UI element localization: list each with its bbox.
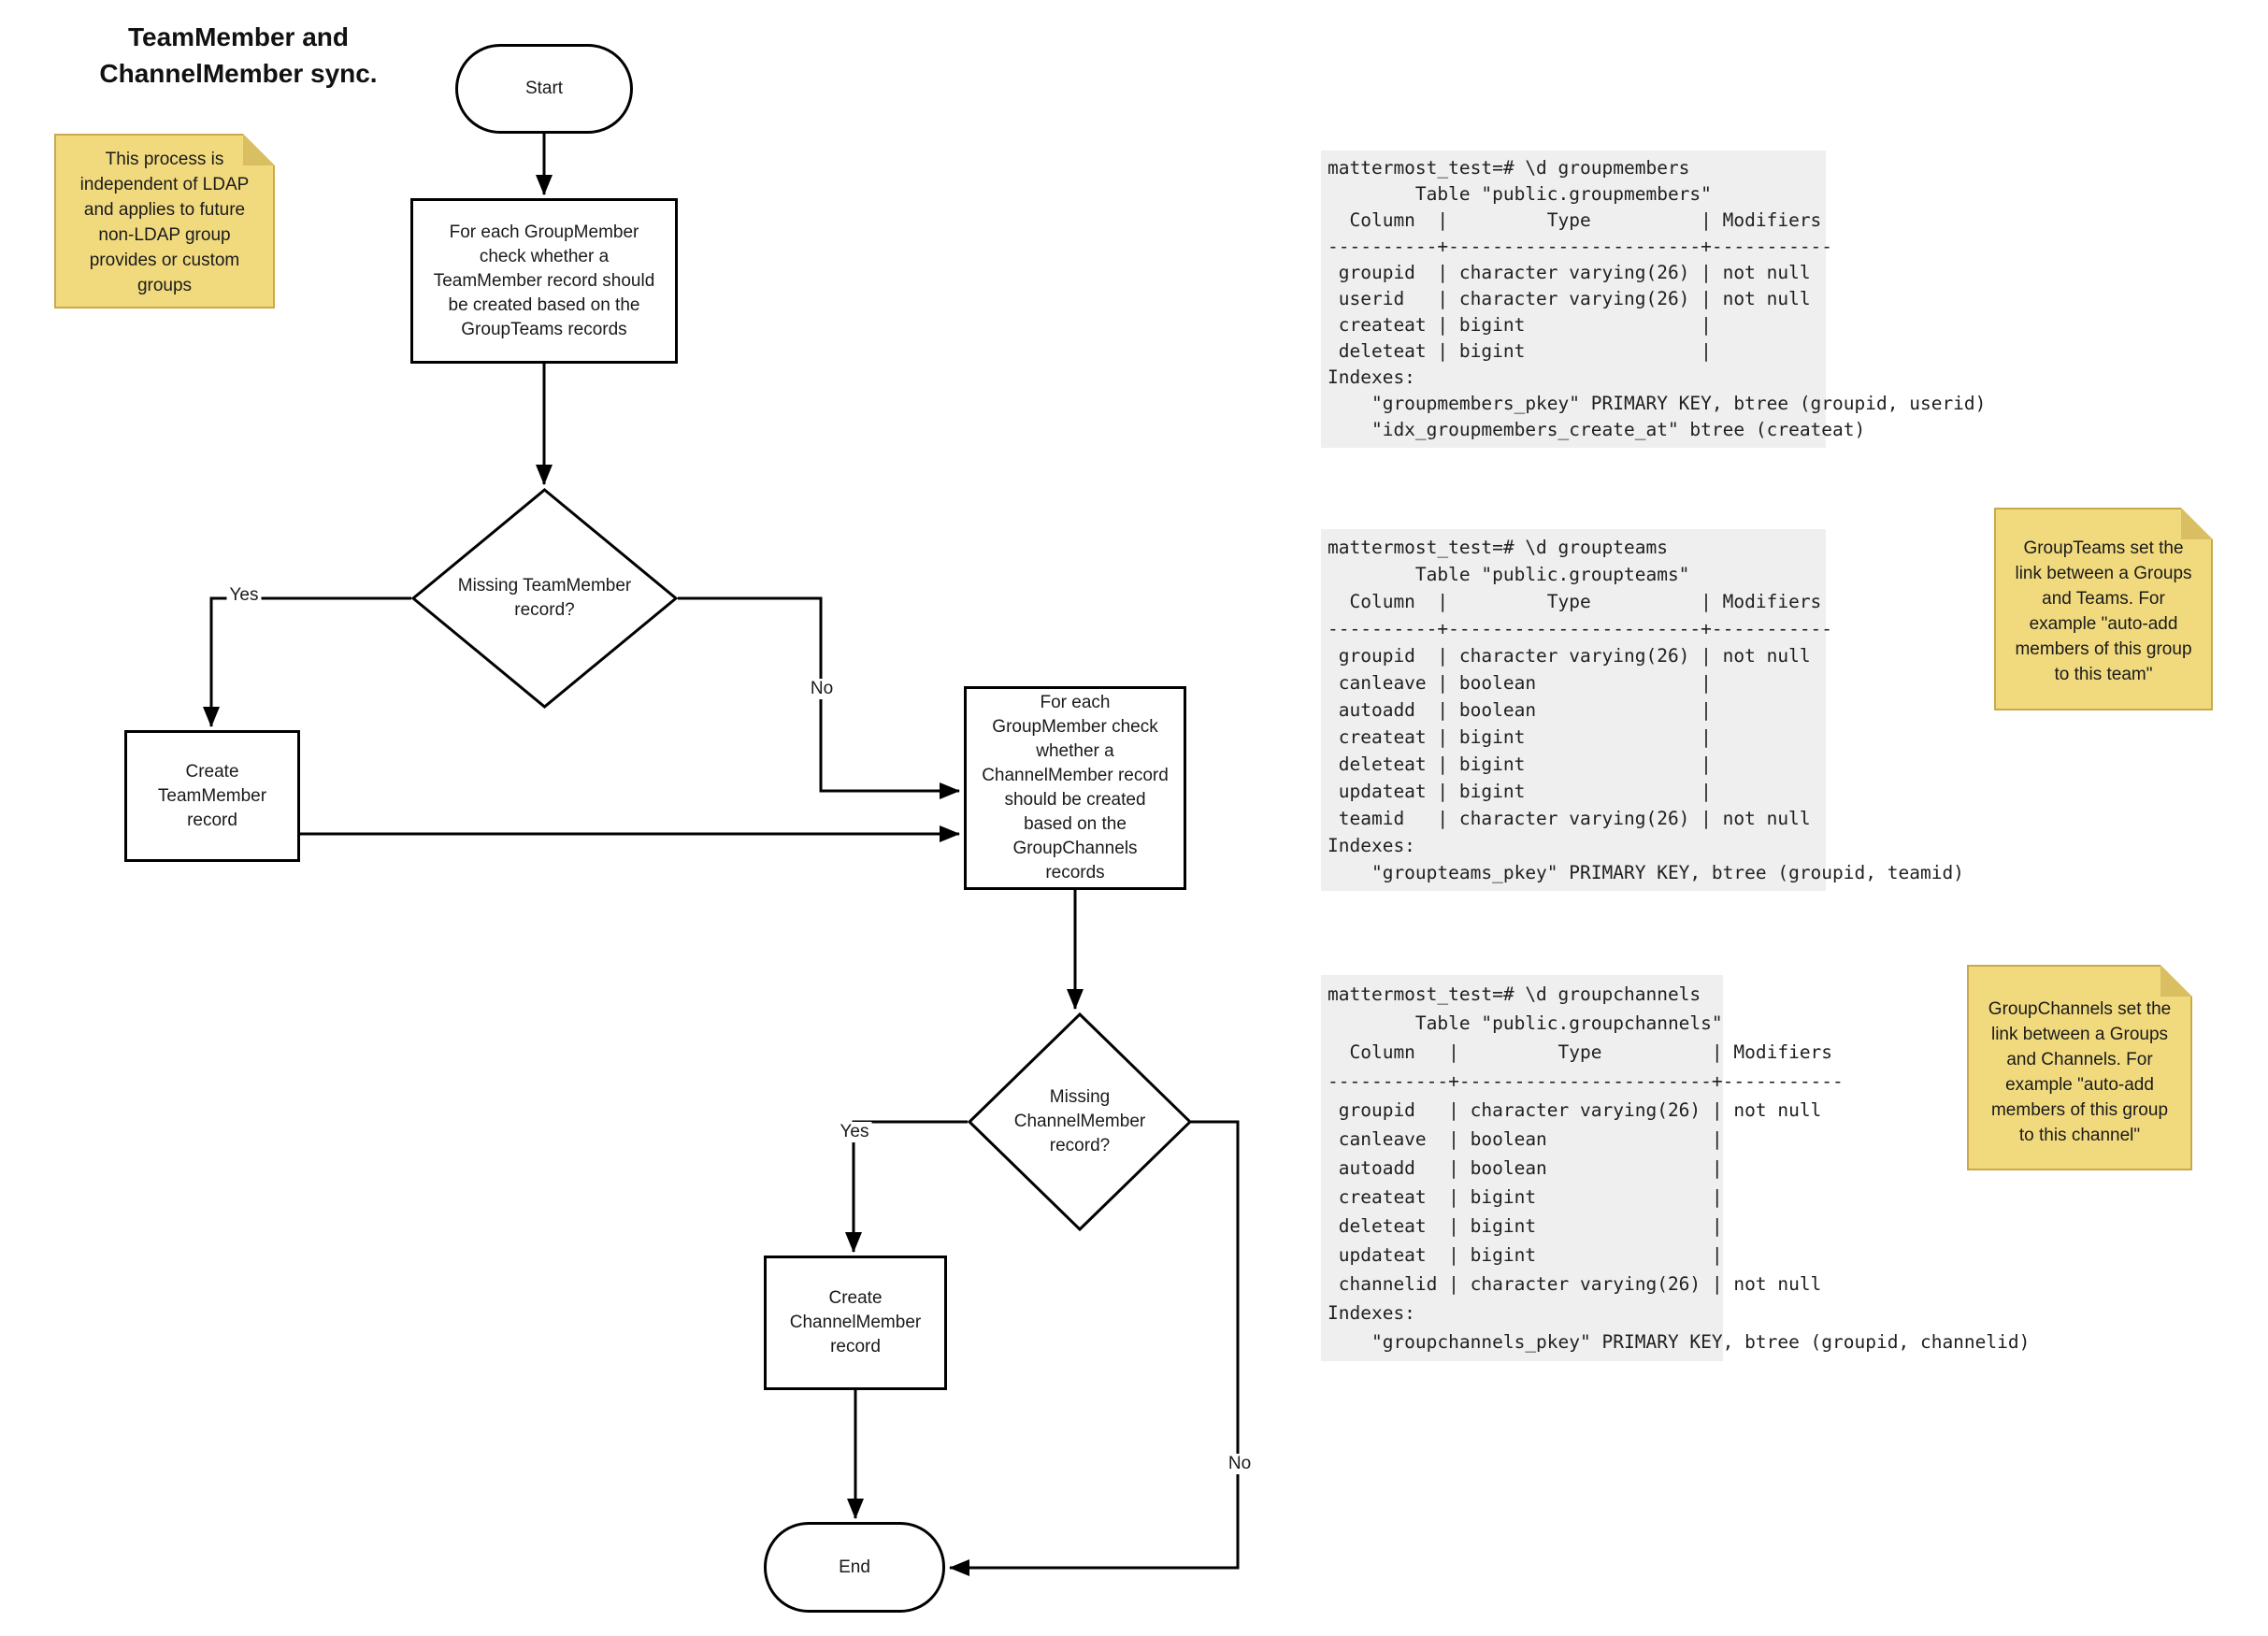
decision-missing-teammember-label: Missing TeamMember record? [457,576,632,620]
process-check-channelmember-label: For each GroupMember check whether a Cha… [982,693,1169,883]
process-check-teammember-label: For each GroupMember check whether a Tea… [433,222,655,339]
process-create-channelmember: Create ChannelMember record [764,1256,947,1390]
page-title: TeamMember and ChannelMember sync. [99,22,378,88]
edge-label-no-1: No [807,679,837,699]
decision-missing-channelmember: Missing ChannelMember record? [967,1012,1193,1232]
arrow-decision1-yes-to-create-team [203,596,411,727]
terminal-background [1321,151,1826,448]
process-create-teammember-label: Create TeamMember record [157,761,267,830]
note-fold-corner [243,134,275,165]
terminal-groupmembers-text: mattermost_test=# \d groupmembers Table … [1328,157,1987,440]
terminal-groupmembers: mattermost_test=# \d groupmembers Table … [1321,151,1987,448]
start-node: Start [455,44,633,134]
decision-missing-teammember: Missing TeamMember record? [410,488,679,709]
note-fold-corner [2160,965,2192,997]
terminal-groupchannels-text: mattermost_test=# \d groupchannels Table… [1328,983,2031,1353]
edge-label-yes-2: Yes [837,1122,872,1142]
end-node: End [764,1522,945,1613]
sticky-note-groupteams: GroupTeams set the link between a Groups… [1994,508,2213,710]
decision-missing-channelmember-label: Missing ChannelMember record? [1013,1087,1146,1155]
process-create-channelmember-label: Create ChannelMember record [789,1288,922,1356]
terminal-groupchannels: mattermost_test=# \d groupchannels Table… [1321,975,2031,1361]
edge-label-yes-1: Yes [226,585,262,606]
process-create-teammember: Create TeamMember record [124,730,300,862]
diamond-shape [967,1012,1193,1232]
diamond-shape [410,488,679,709]
sticky-note-groupchannels: GroupChannels set the link between a Gro… [1967,965,2192,1170]
end-label: End [839,1557,870,1577]
note-fold-corner [2181,508,2213,539]
terminal-groupteams-text: mattermost_test=# \d groupteams Table "p… [1328,537,1964,883]
sticky-note-text: This process is independent of LDAP and … [79,150,250,295]
terminal-groupteams: mattermost_test=# \d groupteams Table "p… [1321,529,1964,891]
start-label: Start [524,79,564,98]
sticky-note-text: GroupChannels set the link between a Gro… [1988,999,2172,1145]
sticky-note-text: GroupTeams set the link between a Groups… [2015,538,2192,684]
process-check-teammember: For each GroupMember check whether a Tea… [410,198,678,364]
edge-label-no-2: No [1225,1454,1255,1474]
terminal-background [1321,975,1723,1361]
terminal-background [1321,529,1826,891]
sticky-note-ldap: This process is independent of LDAP and … [54,134,275,309]
process-check-channelmember: For each GroupMember check whether a Cha… [964,686,1186,890]
